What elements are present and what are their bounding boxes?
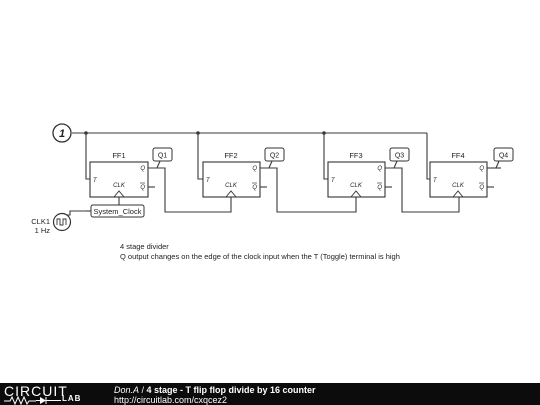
footer-circuit-title: 4 stage - T flip flop divide by 16 count… — [146, 385, 316, 395]
ff1-clk-triangle — [113, 190, 125, 198]
input-node-label: 1 — [59, 128, 65, 140]
clock-source-circle[interactable] — [52, 212, 72, 232]
logo-text-top: CIRCUIT — [4, 383, 68, 399]
input-node-circle[interactable] — [52, 123, 72, 143]
junction-dot — [196, 131, 200, 135]
note-line-1: 4 stage divider — [120, 242, 169, 251]
ff3-clk-pin: CLK — [350, 183, 363, 189]
ff3-clk-triangle — [350, 190, 362, 198]
footer-separator: / — [139, 385, 147, 395]
wires — [62, 132, 501, 216]
probe-q1-label: Q1 — [158, 153, 167, 160]
wire-t-ff3 — [323, 133, 328, 180]
ff1-qbar-pin: Q — [140, 185, 145, 191]
ff4-name: FF4 — [451, 151, 464, 160]
wire-t-ff1 — [85, 133, 90, 180]
system-clock-label[interactable]: System_Clock — [90, 204, 145, 218]
wire-probe-q2 — [268, 160, 273, 169]
ff4-t-pin: T — [433, 178, 438, 184]
footer-url[interactable]: http://circuitlab.com/cxqcez2 — [114, 395, 228, 405]
ff4-q-pin: Q — [479, 166, 484, 172]
footer-bar: CIRCUIT LAB Don.A / 4 stage - T flip flo… — [0, 383, 540, 405]
ff3-t-pin: T — [331, 178, 336, 184]
ff4-clk-pin: CLK — [452, 183, 465, 189]
probe-q2-box[interactable] — [264, 147, 285, 162]
ff4-qbar-pin: Q — [479, 185, 484, 191]
wire-probe-q3 — [393, 160, 398, 169]
note-line-2: Q output changes on the edge of the cloc… — [120, 252, 400, 261]
schematic-canvas: 1 FF1 T Q Q CLK Q1 FF2 T Q Q CLK Q2 FF3 … — [31, 123, 514, 261]
wire-probe-q1 — [156, 160, 161, 169]
junction-dot — [84, 131, 88, 135]
probe-q1[interactable]: Q1 — [152, 147, 173, 162]
flipflop-ff4[interactable]: FF4 T Q Q CLK Q4 — [429, 147, 514, 198]
ff2-t-pin: T — [206, 178, 211, 184]
system-clock-label-text: System_Clock — [94, 207, 142, 216]
ff2-q-pin: Q — [252, 166, 257, 172]
system-clock-label-box[interactable] — [90, 204, 145, 218]
ff2-name: FF2 — [224, 151, 237, 160]
ff3-name: FF3 — [349, 151, 362, 160]
wire-q1-to-ff2-clk — [148, 167, 232, 213]
wire-q3-to-ff4-clk — [385, 167, 460, 213]
square-wave-icon — [56, 218, 67, 226]
probe-q1-box[interactable] — [152, 147, 173, 162]
circuitlab-logo[interactable]: CIRCUIT LAB — [4, 383, 96, 405]
junction-dot — [322, 131, 326, 135]
flipflop-ff2[interactable]: FF2 T Q Q CLK Q2 — [202, 147, 285, 198]
logo-text-bottom: LAB — [62, 394, 82, 403]
ff1-q-pin: Q — [140, 166, 145, 172]
footer-author[interactable]: Don.A — [114, 385, 140, 395]
probe-q4[interactable]: Q4 — [493, 147, 514, 162]
probe-q3-box[interactable] — [389, 147, 410, 162]
probe-q2-label: Q2 — [270, 153, 279, 160]
flipflop-ff3[interactable]: FF3 T Q Q CLK Q3 — [327, 147, 410, 198]
flipflop-ff1[interactable]: FF1 T Q Q CLK Q1 — [89, 147, 173, 198]
ff3-q-pin: Q — [377, 166, 382, 172]
input-node[interactable]: 1 — [52, 123, 72, 143]
junctions — [84, 131, 326, 135]
footer-title-line: Don.A / 4 stage - T flip flop divide by … — [114, 385, 316, 395]
logo-wave-icon — [4, 396, 61, 405]
wire-t-ff2 — [197, 133, 203, 180]
annotation-notes: 4 stage divider Q output changes on the … — [120, 242, 400, 261]
clock-source-frequency: 1 Hz — [35, 226, 51, 235]
probe-q4-label: Q4 — [499, 153, 508, 160]
ff2-qbar-pin: Q — [252, 185, 257, 191]
ff1-t-pin: T — [93, 178, 98, 184]
ff1-body[interactable] — [89, 161, 149, 198]
wire-q2-to-ff3-clk — [260, 167, 357, 213]
probe-q4-box[interactable] — [493, 147, 514, 162]
ff2-clk-pin: CLK — [225, 183, 238, 189]
wire-probe-q4 — [495, 160, 500, 169]
ff2-clk-triangle — [225, 190, 237, 198]
ff1-name: FF1 — [112, 151, 125, 160]
probe-q2[interactable]: Q2 — [264, 147, 285, 162]
wire-t-ff4 — [426, 133, 430, 180]
probe-q3[interactable]: Q3 — [389, 147, 410, 162]
ff4-clk-triangle — [452, 190, 464, 198]
probe-q3-label: Q3 — [395, 153, 404, 160]
ff1-clk-pin: CLK — [113, 183, 126, 189]
clock-source[interactable]: CLK1 1 Hz — [31, 212, 72, 236]
ff3-qbar-pin: Q — [377, 185, 382, 191]
clock-source-name: CLK1 — [31, 217, 50, 226]
